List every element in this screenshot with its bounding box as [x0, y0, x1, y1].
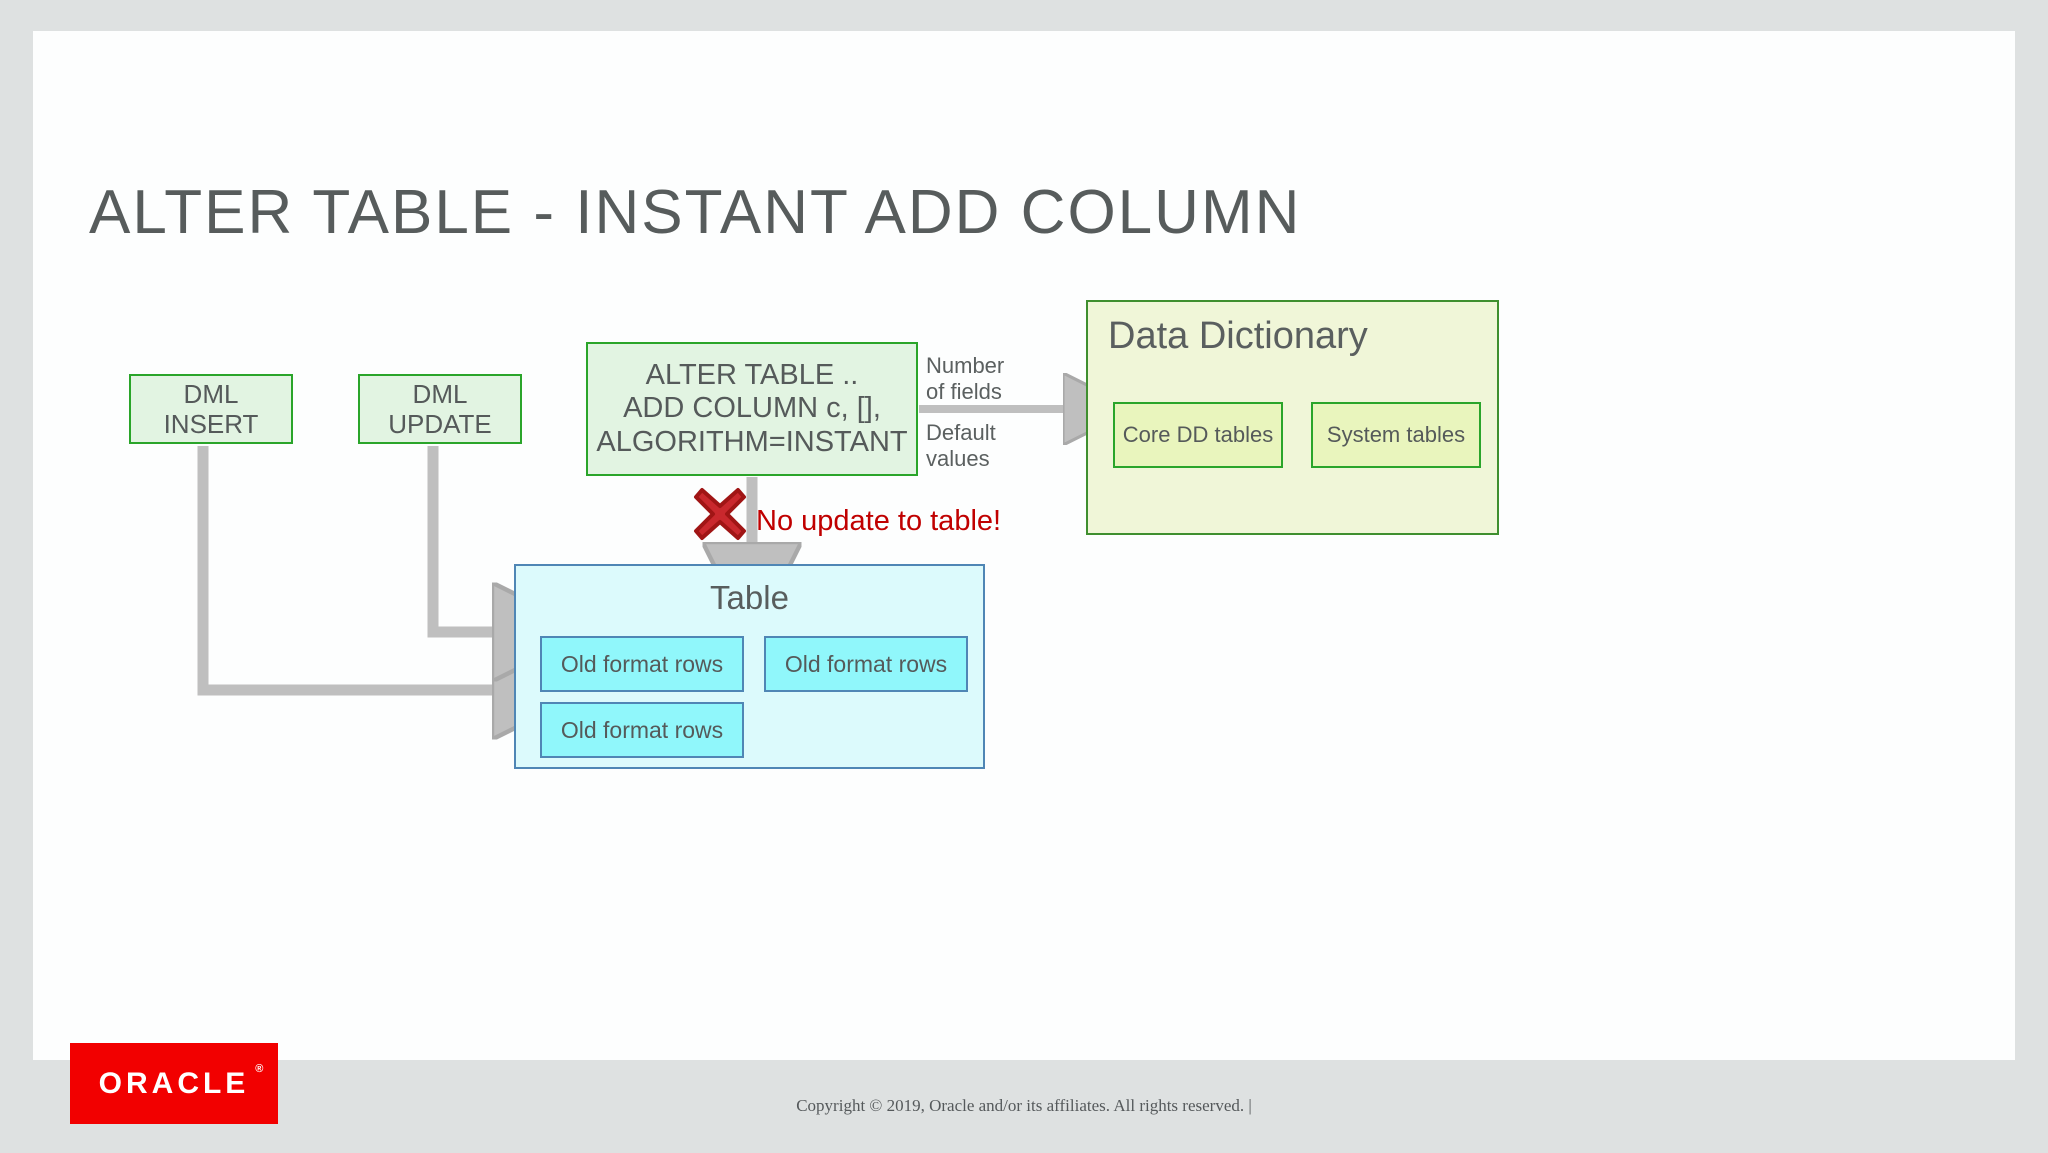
dml-update-line2: UPDATE: [388, 409, 492, 439]
oracle-logo-text: ORACLE: [98, 1066, 250, 1100]
registered-trademark-icon: ®: [255, 1062, 264, 1075]
label-number-of-fields: Number of fields: [926, 353, 1005, 404]
core-dd-tables-label: Core DD tables: [1122, 422, 1274, 448]
alter-line-3: ALGORITHM=INSTANT: [596, 425, 908, 458]
dml-update-box[interactable]: DML UPDATE: [358, 374, 522, 444]
alter-line-1: ALTER TABLE ..: [645, 358, 859, 391]
table-box[interactable]: Table Old format rows Old format rows Ol…: [514, 564, 985, 769]
connector-insert-to-row3: [197, 446, 503, 690]
red-x-mark-icon: [694, 488, 746, 540]
connector-update-to-row1: [427, 446, 503, 632]
page-title: ALTER TABLE - INSTANT ADD COLUMN: [89, 177, 1302, 247]
dml-update-line1: DML: [412, 378, 468, 409]
dml-insert-box[interactable]: DML INSERT: [129, 374, 293, 444]
label-default-values: Default values: [926, 420, 996, 471]
alter-statement-box[interactable]: ALTER TABLE .. ADD COLUMN c, [], ALGORIT…: [586, 342, 918, 476]
old-format-rows-box-1[interactable]: Old format rows: [540, 636, 744, 692]
table-title: Table: [710, 579, 789, 616]
old-format-rows-box-3[interactable]: Old format rows: [540, 702, 744, 758]
copyright-text: Copyright © 2019, Oracle and/or its affi…: [796, 1096, 1252, 1115]
old-format-rows-box-2[interactable]: Old format rows: [764, 636, 968, 692]
core-dd-tables-box[interactable]: Core DD tables: [1113, 402, 1283, 468]
slide-canvas: ALTER TABLE - INSTANT ADD COLUMN DML INS…: [33, 31, 2015, 1060]
oracle-logo: ORACLE ®: [70, 1043, 278, 1124]
data-dictionary-box[interactable]: Data Dictionary Core DD tables System ta…: [1086, 300, 1499, 535]
footer-bar: [0, 1060, 2048, 1153]
data-dictionary-title: Data Dictionary: [1108, 315, 1368, 357]
dml-insert-line2: INSERT: [163, 409, 259, 439]
no-update-note: No update to table!: [756, 505, 1002, 537]
alter-line-2: ADD COLUMN c, [],: [623, 392, 881, 425]
system-tables-box[interactable]: System tables: [1311, 402, 1481, 468]
old-format-rows-label-1: Old format rows: [560, 650, 724, 677]
system-tables-label: System tables: [1326, 422, 1466, 448]
oracle-wordmark: ORACLE ®: [98, 1063, 264, 1101]
dml-insert-line1: DML: [183, 378, 239, 409]
old-format-rows-label-3: Old format rows: [560, 716, 724, 743]
old-format-rows-label-2: Old format rows: [784, 650, 948, 677]
